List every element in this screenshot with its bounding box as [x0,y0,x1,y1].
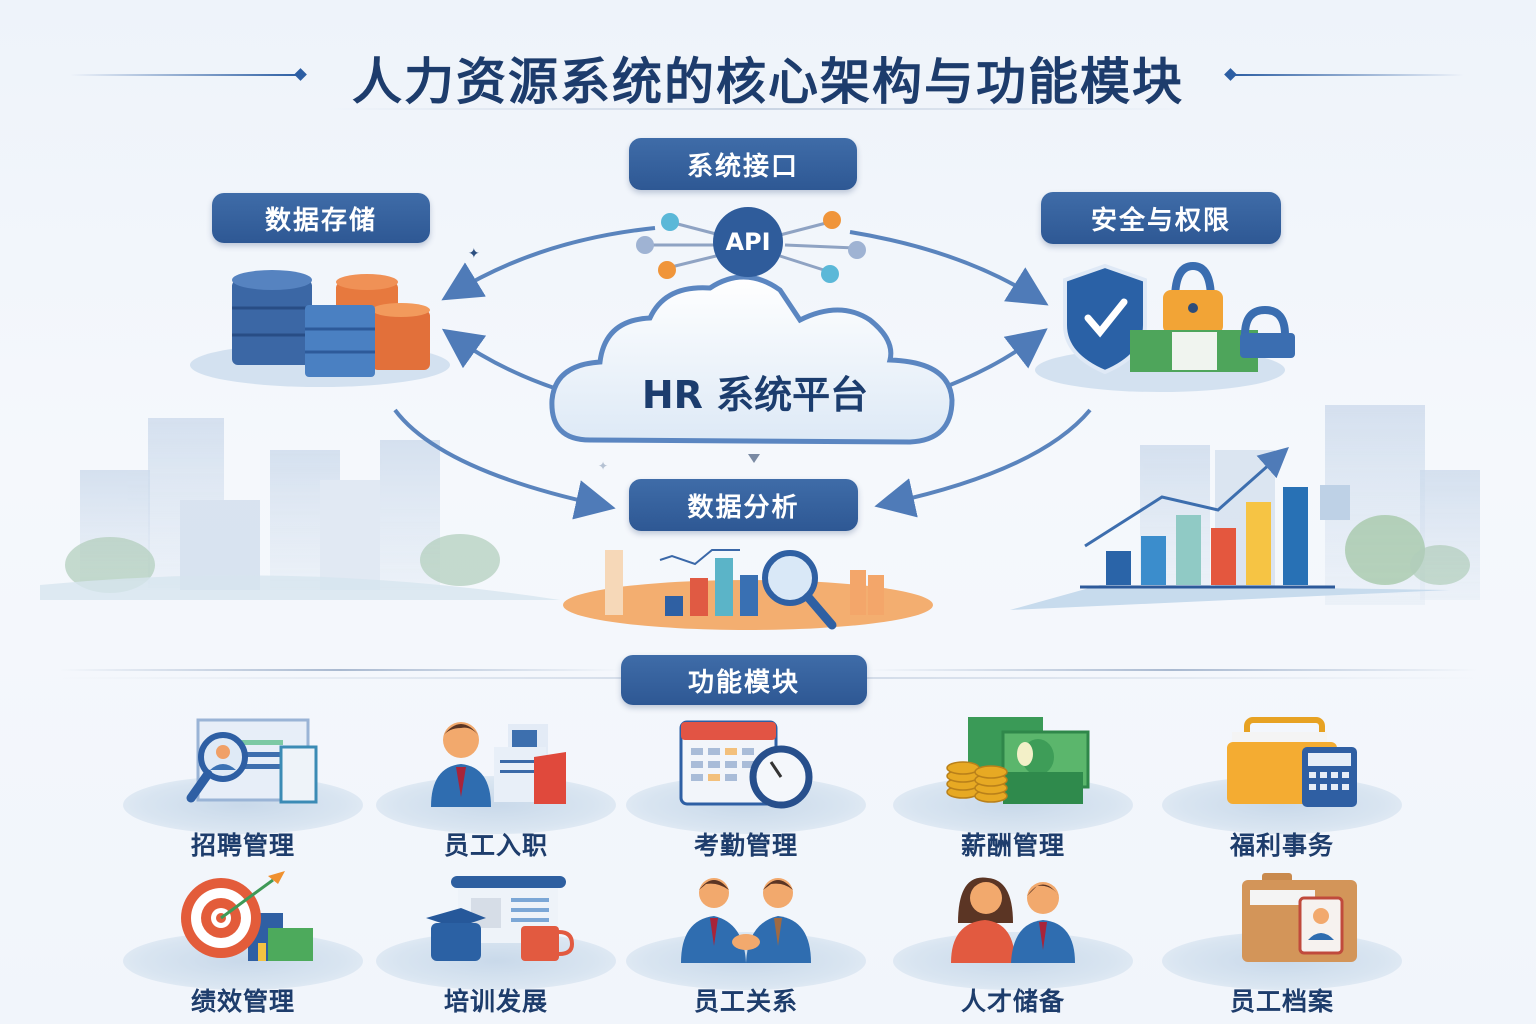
hr-platform-label[interactable]: HR 系统平台 [641,373,869,417]
connection-arrows [393,226,1092,520]
title-decoration-right [1232,74,1464,76]
title-decoration-left [70,74,300,76]
database-icon [190,270,450,387]
module-label: 培训发展 [443,987,548,1016]
node-system-interface[interactable]: 系统接口 [629,138,857,190]
title-underline [330,108,1190,110]
divider-left [60,669,620,671]
bar-chart-magnifier-icon [563,549,933,630]
shield-lock-icon [1035,261,1295,392]
city-skyline-right [1010,405,1480,610]
svg-text:✦: ✦ [598,459,608,473]
module-label: 人才储备 [960,987,1065,1016]
node-security-permissions[interactable]: 安全与权限 [1041,192,1281,244]
module-attendance[interactable]: 考勤管理 [626,712,866,862]
money-coins-icon [946,717,1090,804]
module-label: 员工档案 [1229,987,1334,1016]
employee-onboarding-icon [431,722,566,807]
cloud-icon [549,274,955,445]
target-arrow-icon [181,871,313,961]
growth-bar-chart-icon [1080,447,1335,589]
api-network-icon [636,207,866,283]
module-employee-relations[interactable]: 员工关系 [626,868,866,1018]
module-talent-pool[interactable]: 人才储备 [893,868,1133,1018]
module-label: 薪酬管理 [960,831,1065,860]
module-label: 绩效管理 [190,987,295,1016]
talent-people-icon [951,877,1075,963]
module-label: 招聘管理 [190,831,295,860]
api-hub-label: API [725,228,771,256]
module-label: 考勤管理 [693,831,798,860]
node-data-storage[interactable]: 数据存储 [212,193,430,243]
profile-folder-icon [1242,873,1357,962]
training-board-icon [426,876,575,961]
recruitment-magnifier-icon [186,718,318,804]
module-benefits[interactable]: 福利事务 [1162,712,1402,862]
city-skyline-left [40,418,560,600]
module-onboarding[interactable]: 员工入职 [376,712,616,862]
module-label: 员工入职 [443,831,548,860]
handshake-icon [681,878,811,963]
module-performance[interactable]: 绩效管理 [123,868,363,1018]
module-recruitment[interactable]: 招聘管理 [123,712,363,862]
module-employee-records[interactable]: 员工档案 [1162,868,1402,1018]
module-compensation[interactable]: 薪酬管理 [893,712,1133,862]
modules-header: 功能模块 [621,655,867,705]
module-training[interactable]: 培训发展 [376,868,616,1018]
module-label: 福利事务 [1229,831,1334,860]
svg-text:✦: ✦ [468,246,480,262]
architecture-background: ✦ ✦ [40,207,1480,630]
calendar-clock-icon [679,720,813,809]
module-label: 员工关系 [693,987,798,1016]
divider-right [868,669,1476,671]
folder-calculator-icon [1227,717,1357,807]
node-data-analysis[interactable]: 数据分析 [629,479,858,531]
page-title: 人力资源系统的核心架构与功能模块 [352,53,1184,111]
